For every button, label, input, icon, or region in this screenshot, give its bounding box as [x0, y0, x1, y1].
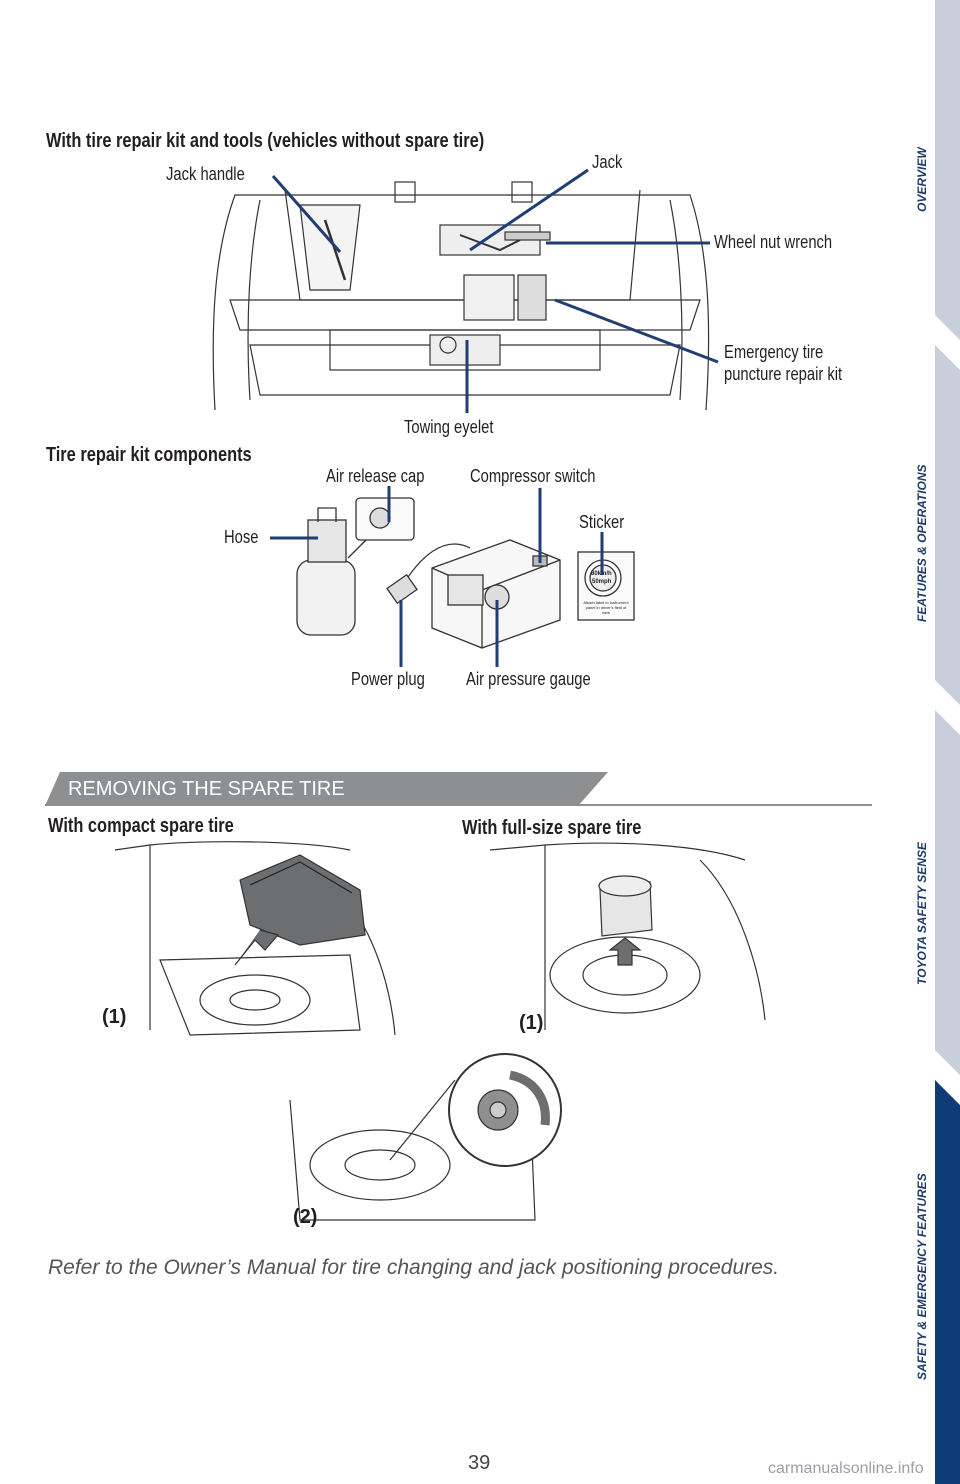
callout-hose: Hose — [224, 527, 259, 547]
tab-overview-bg[interactable] — [935, 0, 960, 340]
callout-compressor-switch: Compressor switch — [470, 466, 596, 486]
callout-emergency-kit-line1: Emergency tire — [724, 342, 824, 362]
tire-repair-kit-heading: With tire repair kit and tools (vehicles… — [46, 130, 485, 152]
removing-banner-title: REMOVING THE SPARE TIRE — [68, 778, 345, 800]
callout-jack-handle: Jack handle — [166, 164, 245, 184]
page-number: 39 — [468, 1452, 491, 1474]
sticker-instruction: Attach label to instrument panel in driv… — [583, 600, 629, 615]
tab-safety-sense-bg[interactable] — [935, 710, 960, 1075]
watermark: carmanualsonline.info — [768, 1460, 924, 1477]
callout-air-release-cap: Air release cap — [326, 466, 425, 486]
bolt-step-label: (2) — [293, 1206, 318, 1228]
callout-wheel-nut-wrench: Wheel nut wrench — [714, 232, 833, 252]
callout-power-plug: Power plug — [351, 669, 425, 689]
components-heading: Tire repair kit components — [46, 444, 252, 466]
compact-step-label: (1) — [102, 1006, 127, 1028]
callout-jack: Jack — [592, 152, 623, 172]
fullsize-step-label: (1) — [519, 1012, 544, 1034]
sticker-speed-mph: 50mph — [592, 579, 612, 585]
callout-emergency-kit-line2: puncture repair kit — [724, 364, 843, 384]
tab-features-bg[interactable] — [935, 345, 960, 705]
owners-manual-note: Refer to the Owner’s Manual for tire cha… — [48, 1256, 780, 1279]
tab-emergency-bg[interactable] — [935, 1080, 960, 1484]
callout-air-pressure-gauge: Air pressure gauge — [466, 669, 591, 689]
compact-heading: With compact spare tire — [48, 815, 234, 837]
fullsize-heading: With full-size spare tire — [462, 817, 642, 839]
callout-towing-eyelet: Towing eyelet — [404, 417, 494, 437]
callout-sticker: Sticker — [579, 512, 625, 532]
